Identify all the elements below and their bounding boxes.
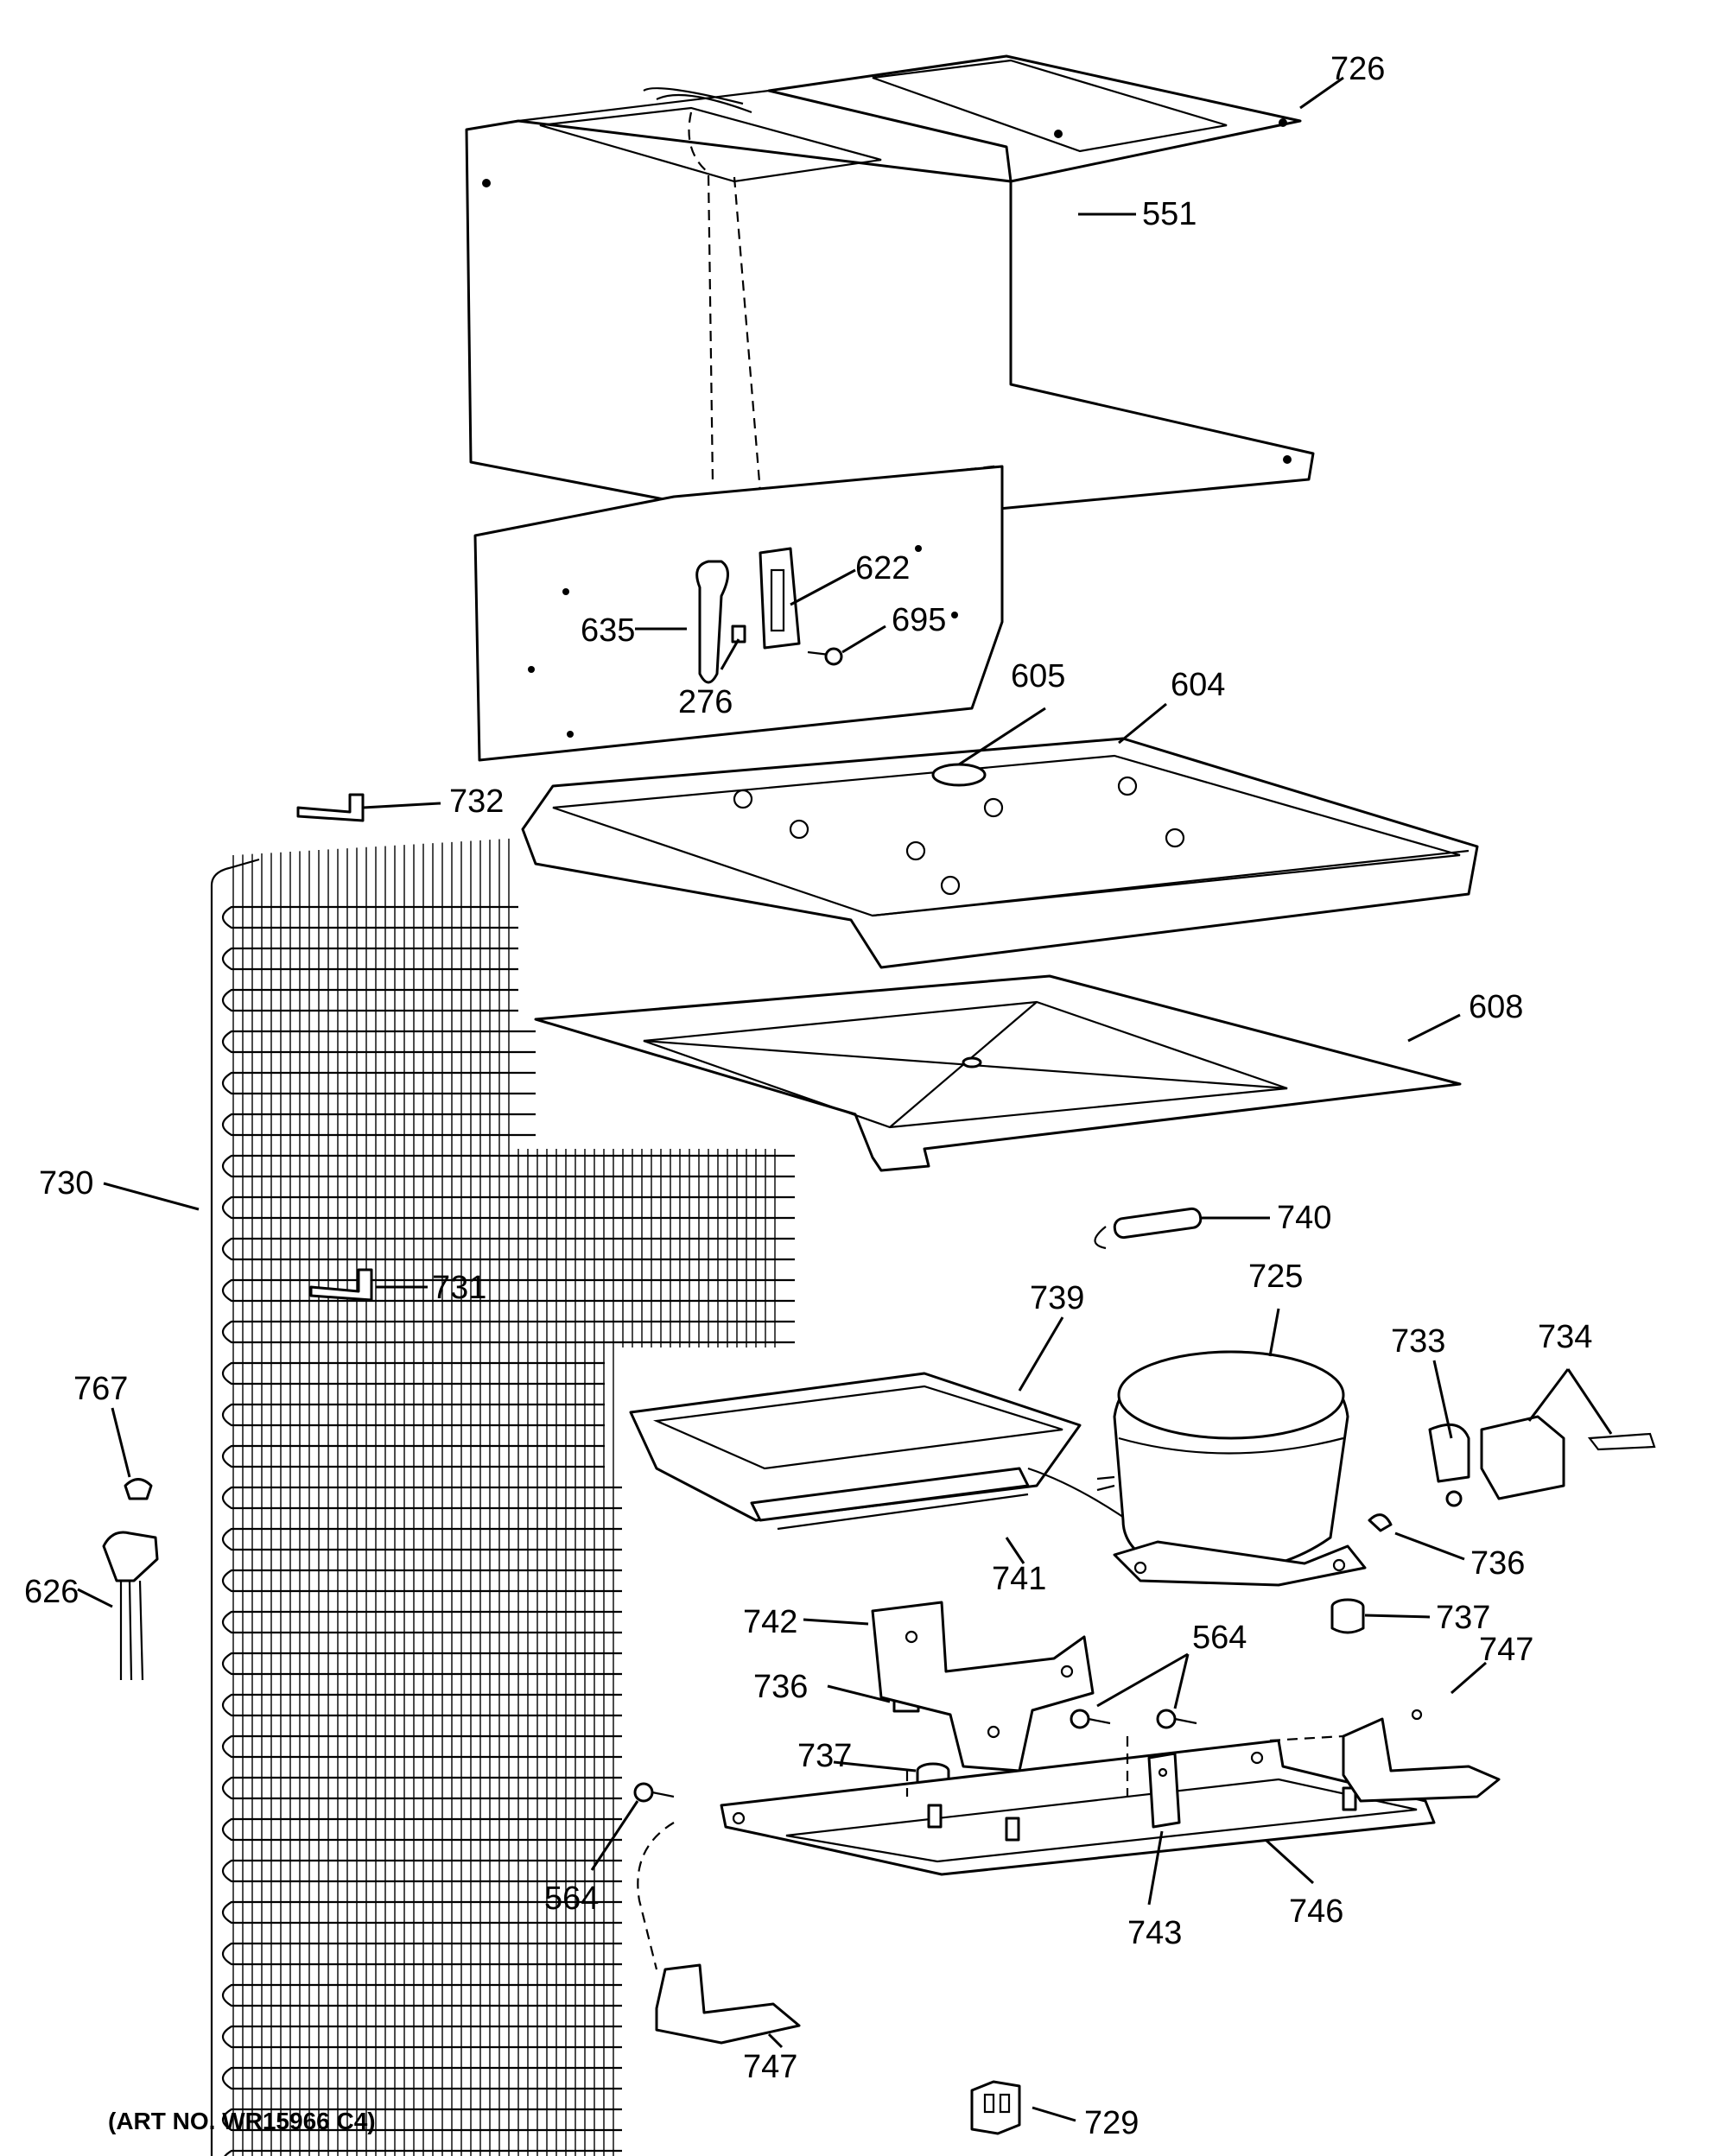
coil-tube (221, 1734, 622, 1759)
coil-tube (221, 1652, 622, 1676)
clip-732 (296, 793, 365, 822)
callout-564-bottom: 564 (544, 1880, 599, 1917)
callout-747-right: 747 (1479, 1632, 1533, 1668)
coil-tube (221, 1361, 605, 1386)
callout-734: 734 (1538, 1319, 1592, 1355)
callout-725: 725 (1248, 1259, 1303, 1295)
coil-tube (221, 1486, 622, 1510)
coil-tube (224, 2149, 622, 2156)
art-number: (ART NO. WR15966 C4) (108, 2108, 376, 2134)
screw-564-c (633, 1782, 675, 1803)
shroud-panel (473, 465, 1004, 762)
callout-736-left: 736 (753, 1669, 808, 1705)
condenser-730 (210, 838, 795, 2156)
coil-tube (221, 947, 518, 971)
callout-743: 743 (1127, 1915, 1182, 1951)
callout-730: 730 (39, 1165, 93, 1202)
callout-747-bottom: 747 (743, 2049, 797, 2085)
coil-tube (221, 2108, 622, 2132)
drip-pan-608 (534, 974, 1462, 1172)
callout-695: 695 (892, 602, 946, 638)
tray-604 (521, 737, 1479, 969)
coil-tube (221, 1278, 795, 1303)
base-746 (720, 1736, 1436, 1876)
coil-tube (221, 1942, 622, 1966)
coil-tube (221, 1817, 622, 1842)
callout-767: 767 (73, 1371, 128, 1407)
bracket-742 (871, 1601, 1095, 1772)
callout-729: 729 (1084, 2105, 1139, 2141)
coil-tube (221, 1527, 622, 1551)
coil-tube (221, 1195, 795, 1220)
callout-739: 739 (1030, 1280, 1084, 1316)
coil-tube (221, 1693, 622, 1717)
grommet-737-right (1330, 1598, 1365, 1634)
coil-tube (221, 2025, 622, 2049)
bracket-743 (1147, 1752, 1181, 1829)
callout-741: 741 (992, 1561, 1046, 1597)
callout-622: 622 (855, 550, 910, 587)
screw-564-b (1156, 1709, 1197, 1729)
bracket-747-right (1269, 1709, 1501, 1803)
leader-lines (77, 76, 1613, 2122)
callout-737-left: 737 (797, 1738, 852, 1774)
clip-731 (309, 1268, 373, 1302)
coil-tube (221, 1444, 605, 1468)
callout-labels: 726 551 622 635 695 276 605 604 732 608 … (24, 51, 1592, 2141)
thermostat-635 (695, 560, 729, 684)
callout-635: 635 (581, 612, 635, 649)
coil-tube (221, 1154, 795, 1178)
coil-tube (221, 1403, 605, 1427)
coil-tube (221, 1320, 795, 1344)
callout-731: 731 (432, 1270, 486, 1306)
coil-tube (221, 1776, 622, 1800)
callout-732: 732 (449, 783, 504, 820)
clip-767 (124, 1478, 153, 1500)
coil-tube (221, 1859, 622, 1883)
connector-729 (970, 2080, 1021, 2135)
clip-736-right (1368, 1513, 1393, 1532)
bracket-747-left (637, 1822, 801, 2045)
coil-tube (221, 1900, 622, 1925)
screw-564-a (1070, 1709, 1111, 1729)
coil-tube (221, 1983, 622, 2007)
callout-626: 626 (24, 1574, 79, 1610)
coil-tube (221, 1569, 622, 1593)
callout-608: 608 (1469, 989, 1523, 1025)
callout-564-top: 564 (1192, 1620, 1247, 1656)
callout-276: 276 (678, 684, 733, 720)
callout-740: 740 (1277, 1200, 1331, 1236)
callout-604: 604 (1171, 667, 1225, 703)
cover-734 (1480, 1415, 1656, 1500)
compressor-725 (1096, 1350, 1367, 1587)
callout-551: 551 (1142, 196, 1197, 232)
coil-tube (221, 1030, 536, 1054)
callout-605: 605 (1011, 658, 1065, 694)
callout-742: 742 (743, 1604, 797, 1640)
tubing-741 (750, 1467, 1141, 1531)
callout-736-right: 736 (1470, 1545, 1525, 1582)
callout-733: 733 (1391, 1323, 1445, 1360)
coil-tube (221, 1113, 536, 1137)
callout-746: 746 (1289, 1893, 1343, 1930)
coil-tube (221, 1071, 536, 1095)
relay-733 (1428, 1423, 1470, 1507)
part-740 (1094, 1207, 1203, 1250)
callout-737-right: 737 (1436, 1600, 1490, 1636)
callout-726: 726 (1330, 51, 1385, 87)
coil-tube (221, 1610, 622, 1634)
coil-tube (221, 2066, 622, 2090)
screw-695 (807, 647, 843, 666)
relay-bracket-622 (759, 547, 801, 650)
coil-tube (221, 905, 518, 929)
coil-tube (221, 988, 518, 1012)
cord-626 (102, 1531, 159, 1681)
coil-tube (221, 1237, 795, 1261)
